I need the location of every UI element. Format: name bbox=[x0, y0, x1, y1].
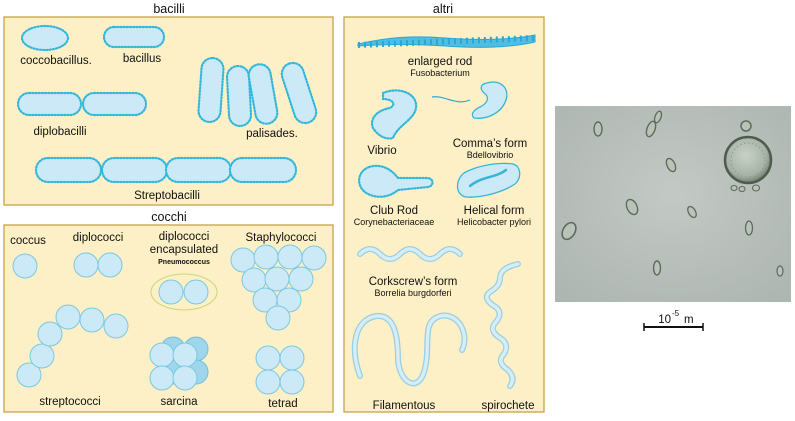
diplococci-label: diplococci bbox=[73, 232, 124, 244]
diplococci-cells bbox=[73, 252, 123, 278]
coccobacillus-label: coccobacillus. bbox=[20, 55, 92, 67]
commas-form-shape bbox=[431, 81, 508, 119]
scale-exponent: -5 bbox=[672, 309, 680, 318]
streptococci-cells bbox=[16, 304, 129, 388]
staphylococci-cells bbox=[230, 244, 327, 331]
borrelia-label: Borrelia burgdorferi bbox=[374, 288, 451, 298]
altri-panel bbox=[343, 16, 545, 413]
corkscrew-form-label: Corkscrew’s form bbox=[369, 276, 458, 288]
bacilli-title: bacilli bbox=[153, 2, 184, 16]
enlarged-rod-shape bbox=[357, 34, 536, 48]
palisades-cells bbox=[197, 56, 318, 128]
palisades-label: palisades. bbox=[246, 128, 298, 140]
vibrio-label: Vibrio bbox=[367, 145, 396, 157]
helical-form-shape bbox=[456, 162, 521, 198]
corkscrew-form-shape bbox=[357, 246, 463, 262]
filamentous-shape bbox=[351, 312, 468, 387]
spirochete-shape bbox=[483, 261, 521, 389]
helical-form-label: Helical form bbox=[464, 205, 525, 217]
coccobacillus-cell bbox=[20, 24, 70, 52]
helicobacter-label: Helicobacter pylori bbox=[457, 217, 531, 227]
staphylococci-label: Staphylococci bbox=[246, 232, 317, 244]
bacillus-cell bbox=[102, 25, 166, 49]
diplococci-encapsulated-label-2: encapsulated bbox=[150, 244, 218, 256]
diplococci-encapsulated-label-1: diplococci bbox=[159, 231, 210, 243]
coccus-cell bbox=[12, 253, 38, 279]
enlarged-rod-label: enlarged rod bbox=[408, 56, 473, 68]
corynebacteriaceae-label: Corynebacteriaceae bbox=[354, 217, 435, 227]
altri-title: altri bbox=[433, 2, 453, 16]
scale-bar: 10 -5 m bbox=[643, 309, 704, 331]
filamentous-label: Filamentous bbox=[373, 400, 436, 412]
tetrad-cells bbox=[255, 345, 305, 395]
streptococci-label: streptococci bbox=[39, 396, 100, 408]
sarcina-label: sarcina bbox=[160, 396, 198, 408]
spirochete-label: spirochete bbox=[481, 400, 534, 412]
micrograph-photo bbox=[555, 106, 791, 302]
bacillus-label: bacillus bbox=[123, 53, 162, 65]
vibrio-shape bbox=[370, 89, 418, 140]
sarcina-cells bbox=[149, 336, 209, 391]
cocchi-title: cocchi bbox=[151, 210, 186, 224]
fusobacterium-label: Fusobacterium bbox=[410, 68, 470, 78]
coccus-label: coccus bbox=[10, 235, 46, 247]
streptobacilli-cells bbox=[34, 156, 298, 184]
streptobacilli-label: Streptobacilli bbox=[134, 190, 200, 202]
diplobacilli-cells bbox=[16, 91, 148, 117]
club-rod-label: Club Rod bbox=[370, 205, 418, 217]
scale-unit: m bbox=[684, 314, 694, 326]
scale-base: 10 bbox=[658, 314, 671, 326]
pneumococcus-label: Pneumococcus bbox=[158, 259, 210, 266]
commas-form-label: Comma’s form bbox=[453, 138, 528, 150]
club-rod-shape bbox=[358, 164, 434, 198]
diplobacilli-label: diplobacilli bbox=[33, 126, 86, 138]
diplococci-encapsulated-cells bbox=[150, 273, 218, 311]
tetrad-label: tetrad bbox=[268, 398, 297, 410]
bdellovibrio-label: Bdellovibrio bbox=[467, 150, 514, 160]
